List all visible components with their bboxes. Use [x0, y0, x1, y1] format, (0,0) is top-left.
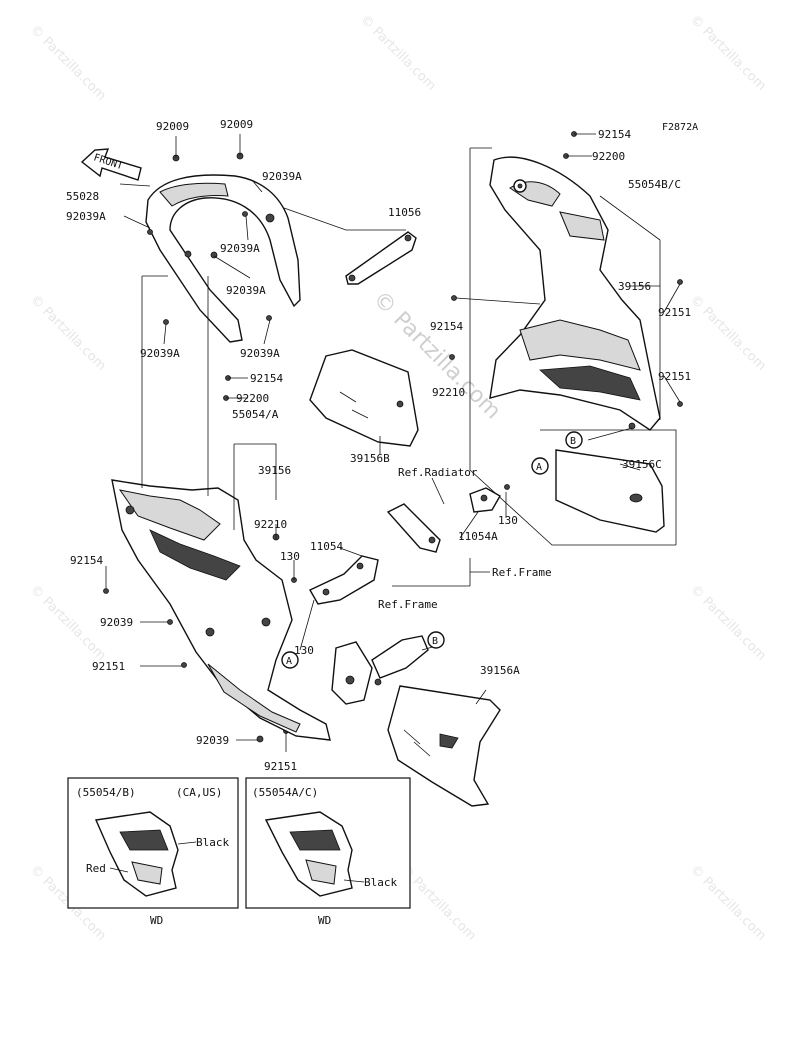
inset-callout-red: Red — [86, 862, 106, 875]
label-92009: 92009 — [220, 118, 253, 131]
frame-bracket-lower — [331, 635, 429, 705]
label-92151: 92151 — [658, 306, 691, 319]
label-92039A: 92039A — [226, 284, 266, 297]
label-39156: 39156 — [618, 280, 651, 293]
leader-lines — [105, 133, 681, 752]
label-92039A: 92039A — [240, 347, 280, 360]
bracket-11054 — [309, 555, 379, 605]
bracket-11056 — [345, 231, 417, 285]
watermark: © Partzilla.com — [27, 292, 109, 374]
marker-B-left: B — [432, 636, 438, 647]
inset-callout-black: Black — [364, 876, 397, 889]
watermark: © Partzilla.com — [27, 22, 109, 104]
label-39156C: 39156C — [622, 458, 662, 471]
label-92154: 92154 — [430, 320, 463, 333]
inset-region: (CA,US) — [176, 786, 222, 799]
panel-39156B — [309, 349, 419, 447]
label-92210: 92210 — [254, 518, 287, 531]
label-92039: 92039 — [100, 616, 133, 629]
label-92154: 92154 — [70, 554, 103, 567]
label-55054A: 55054/A — [232, 408, 279, 421]
panel-39156C — [555, 449, 665, 533]
part-labels: 92009 92009 92039A 55028 92039A 92039A 9… — [66, 118, 691, 773]
label-92151: 92151 — [264, 760, 297, 773]
label-92039: 92039 — [196, 734, 229, 747]
label-130: 130 — [294, 644, 314, 657]
label-92154: 92154 — [250, 372, 283, 385]
label-92151: 92151 — [658, 370, 691, 383]
label-92039A: 92039A — [220, 242, 260, 255]
inset-55054B: (55054/B) (CA,US) Black Red WD — [67, 777, 239, 927]
watermark: © Partzilla.com — [357, 12, 439, 94]
label-11054: 11054 — [310, 540, 343, 553]
label-92039A: 92039A — [140, 347, 180, 360]
marker-A-right: A — [536, 462, 542, 473]
label-92200: 92200 — [592, 150, 625, 163]
inset-footer: WD — [150, 914, 163, 927]
inset-title: (55054A/C) — [252, 786, 318, 799]
inner-cover-55028 — [145, 174, 301, 343]
watermark: © Partzilla.com — [687, 582, 769, 664]
label-55054BC: 55054B/C — [628, 178, 681, 191]
left-cowl-55054A — [111, 479, 331, 741]
label-92009: 92009 — [156, 120, 189, 133]
inset-title: (55054/B) — [76, 786, 136, 799]
label-39156: 39156 — [258, 464, 291, 477]
label-92200: 92200 — [236, 392, 269, 405]
watermark: © Partzilla.com — [687, 862, 769, 944]
marker-B-right: B — [570, 436, 576, 447]
label-92210: 92210 — [432, 386, 465, 399]
label-11056: 11056 — [388, 206, 421, 219]
inset-footer: WD — [318, 914, 331, 927]
label-39156B: 39156B — [350, 452, 390, 465]
label-92151: 92151 — [92, 660, 125, 673]
figure-code: F2872A — [662, 122, 698, 133]
marker-A-left: A — [286, 656, 292, 667]
front-arrow: FRONT — [80, 148, 142, 181]
watermark: © Partzilla.com — [687, 292, 769, 374]
label-92039A: 92039A — [262, 170, 302, 183]
label-130: 130 — [280, 550, 300, 563]
right-callout-frame — [469, 147, 677, 546]
watermark: © Partzilla.com — [687, 12, 769, 94]
label-39156A: 39156A — [480, 664, 520, 677]
inset-55054AC: (55054A/C) Black WD — [245, 777, 411, 927]
watermark: © Partzilla.com — [27, 582, 109, 664]
markers: B A A B — [281, 431, 583, 669]
bracket-11054A — [386, 487, 501, 553]
inset-callout-black: Black — [196, 836, 229, 849]
label-11054A: 11054A — [458, 530, 498, 543]
label-ref-frame: Ref.Frame — [378, 598, 438, 611]
label-130: 130 — [498, 514, 518, 527]
label-55028: 55028 — [66, 190, 99, 203]
label-ref-frame: Ref.Frame — [492, 566, 552, 579]
label-92039A: 92039A — [66, 210, 106, 223]
label-92154: 92154 — [598, 128, 631, 141]
panel-39156A — [387, 685, 501, 807]
label-ref-radiator: Ref.Radiator — [398, 466, 478, 479]
right-cowl-55054BC — [489, 156, 661, 431]
